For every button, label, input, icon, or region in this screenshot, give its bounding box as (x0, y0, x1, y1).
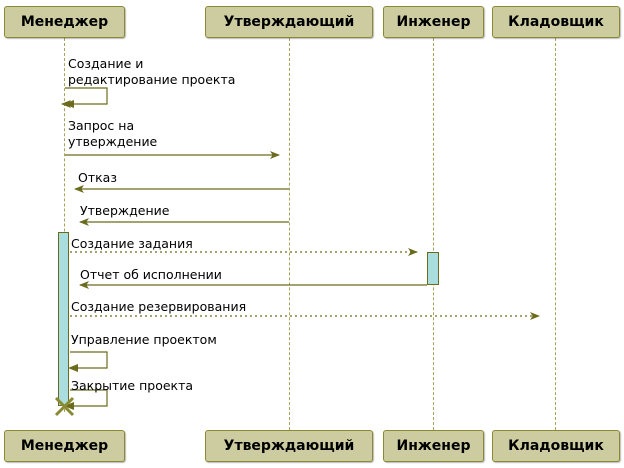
message-label-create-edit-project: Создание и редактирование проекта (68, 56, 235, 88)
participant-header-storeman[interactable]: Кладовщик (492, 6, 620, 38)
message-label-create-reservation: Создание резервирования (71, 299, 246, 315)
message-label-approval: Утверждение (80, 203, 169, 219)
participant-footer-engineer[interactable]: Инженер (383, 430, 484, 462)
participant-header-manager[interactable]: Менеджер (4, 6, 125, 38)
participant-footer-manager[interactable]: Менеджер (4, 430, 125, 462)
activation-bar-engineer (427, 252, 439, 285)
label-line: редактирование проекта (68, 72, 236, 87)
participant-header-approver[interactable]: Утверждающий (205, 6, 373, 38)
label-line: Отказ (78, 170, 117, 185)
message-label-rejection: Отказ (78, 170, 117, 186)
destroy-marker-manager (54, 396, 75, 417)
message-label-execution-report: Отчет об исполнении (80, 267, 222, 283)
label-line: Отчет об исполнении (80, 267, 222, 282)
message-label-close-project: Закрытие проекта (71, 378, 193, 394)
lifeline-manager (64, 38, 65, 412)
message-label-manage-project: Управление проектом (71, 332, 217, 348)
lifeline-storeman (555, 38, 556, 430)
participant-header-engineer[interactable]: Инженер (383, 6, 484, 38)
arrow-self-create-edit-project (61, 87, 108, 108)
label-line: Управление проектом (71, 332, 217, 347)
label-line: Закрытие проекта (71, 378, 194, 393)
label-line: утверждение (68, 134, 158, 149)
arrow-self-close-project (64, 389, 108, 410)
message-label-approval-request: Запрос на утверждение (68, 118, 157, 150)
label-line: Утверждение (80, 203, 170, 218)
arrow-self-manage-project (68, 351, 108, 372)
message-label-create-task: Создание задания (71, 236, 193, 252)
label-line: Запрос на (68, 118, 135, 133)
label-line: Создание и (68, 56, 144, 71)
lifeline-approver (289, 38, 290, 430)
lifeline-engineer (433, 38, 434, 430)
participant-footer-storeman[interactable]: Кладовщик (492, 430, 620, 462)
label-line: Создание резервирования (71, 299, 247, 314)
label-line: Создание задания (71, 236, 193, 251)
participant-footer-approver[interactable]: Утверждающий (205, 430, 373, 462)
